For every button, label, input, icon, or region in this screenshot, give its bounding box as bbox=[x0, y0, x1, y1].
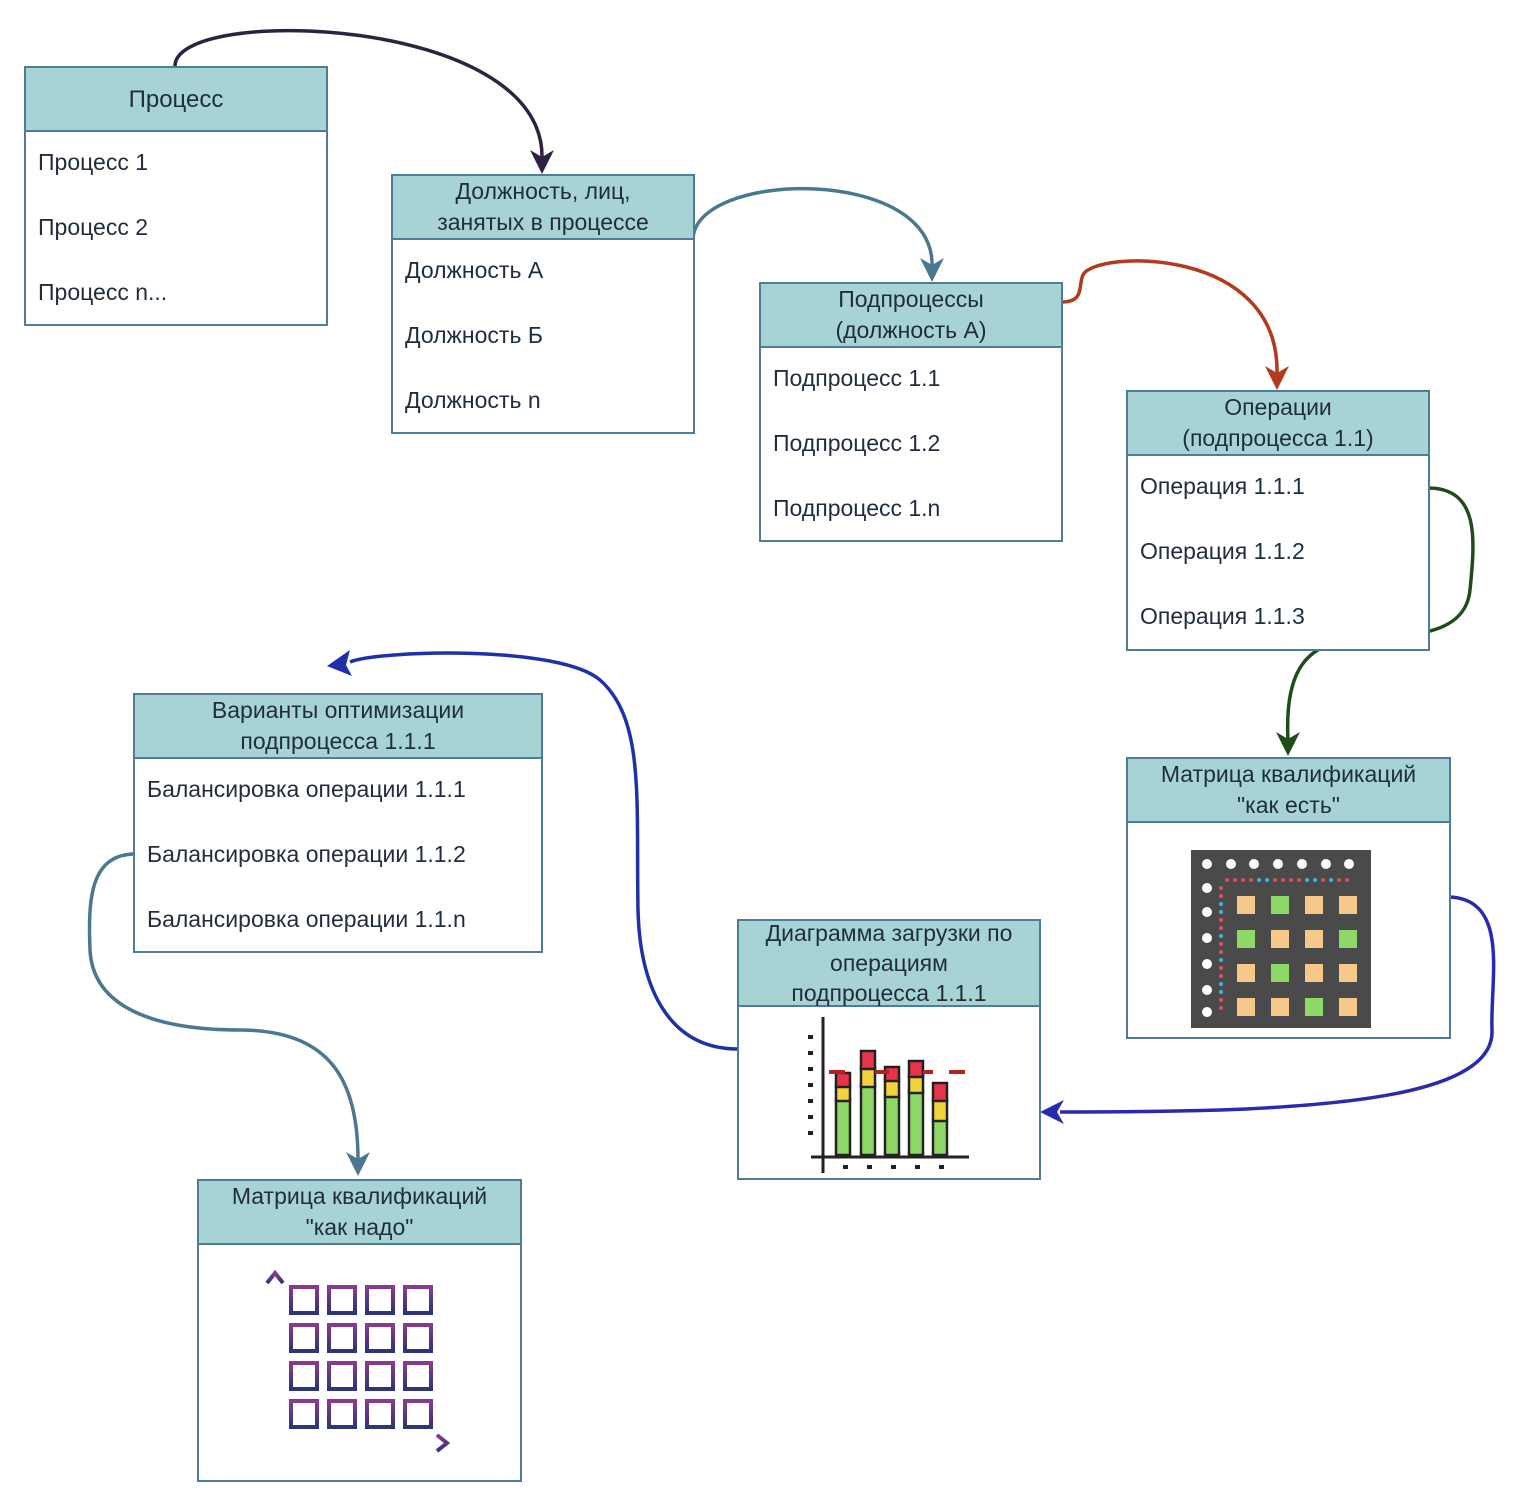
matrix-current-box[interactable]: Матрица квалификаций "как есть" bbox=[1126, 757, 1451, 1039]
list-item: Должность А bbox=[405, 257, 544, 283]
operations-box[interactable]: Операции (подпроцесса 1.1) Операция 1.1.… bbox=[1126, 390, 1430, 651]
list-item: Процесс n... bbox=[38, 279, 168, 305]
list-item: Должность n bbox=[405, 387, 541, 413]
stacked-bar-chart-icon bbox=[808, 1017, 969, 1173]
list-item: Операция 1.1.3 bbox=[1140, 603, 1305, 629]
list-item: Процесс 1 bbox=[38, 149, 149, 175]
list-item: Балансировка операции 1.1.n bbox=[147, 906, 466, 932]
list-item: Подпроцесс 1.2 bbox=[773, 430, 941, 456]
matrix-current-header: Матрица квалификаций "как есть" bbox=[1128, 759, 1449, 823]
grid-matrix-icon bbox=[265, 1269, 451, 1453]
list-item: Подпроцесс 1.1 bbox=[773, 365, 941, 391]
list-item: Балансировка операции 1.1.2 bbox=[147, 841, 466, 867]
optimization-header: Варианты оптимизации подпроцесса 1.1.1 bbox=[135, 695, 541, 759]
arrow-subprocesses-to-operations bbox=[1061, 259, 1289, 390]
list-item: Балансировка операции 1.1.1 bbox=[147, 776, 466, 802]
matrix-target-header: Матрица квалификаций "как надо" bbox=[199, 1181, 520, 1245]
positions-header: Должность, лиц, занятых в процессе bbox=[393, 176, 693, 240]
list-item: Операция 1.1.1 bbox=[1140, 473, 1305, 499]
optimization-box[interactable]: Варианты оптимизации подпроцесса 1.1.1 Б… bbox=[133, 693, 543, 953]
list-item: Должность Б bbox=[405, 322, 543, 348]
subprocesses-box[interactable]: Подпроцессы (должность А) Подпроцесс 1.1… bbox=[759, 282, 1063, 542]
list-item: Процесс 2 bbox=[38, 214, 149, 240]
list-item: Операция 1.1.2 bbox=[1140, 538, 1305, 564]
matrix-target-box[interactable]: Матрица квалификаций "как надо" bbox=[197, 1179, 522, 1482]
qualification-matrix-icon bbox=[1191, 850, 1371, 1028]
list-item: Подпроцесс 1.n bbox=[773, 495, 941, 521]
arrow-positions-to-subprocesses bbox=[691, 186, 944, 282]
process-header: Процесс bbox=[26, 68, 326, 132]
load-chart-header: Диаграмма загрузки по операциям подпроце… bbox=[739, 920, 1039, 1007]
load-chart-box[interactable]: Диаграмма загрузки по операциям подпроце… bbox=[737, 919, 1041, 1180]
subprocesses-header: Подпроцессы (должность А) bbox=[761, 284, 1061, 348]
process-box[interactable]: Процесс Процесс 1 Процесс 2 Процесс n... bbox=[24, 66, 328, 326]
positions-box[interactable]: Должность, лиц, занятых в процессе Должн… bbox=[391, 174, 695, 434]
operations-header: Операции (подпроцесса 1.1) bbox=[1128, 392, 1428, 456]
